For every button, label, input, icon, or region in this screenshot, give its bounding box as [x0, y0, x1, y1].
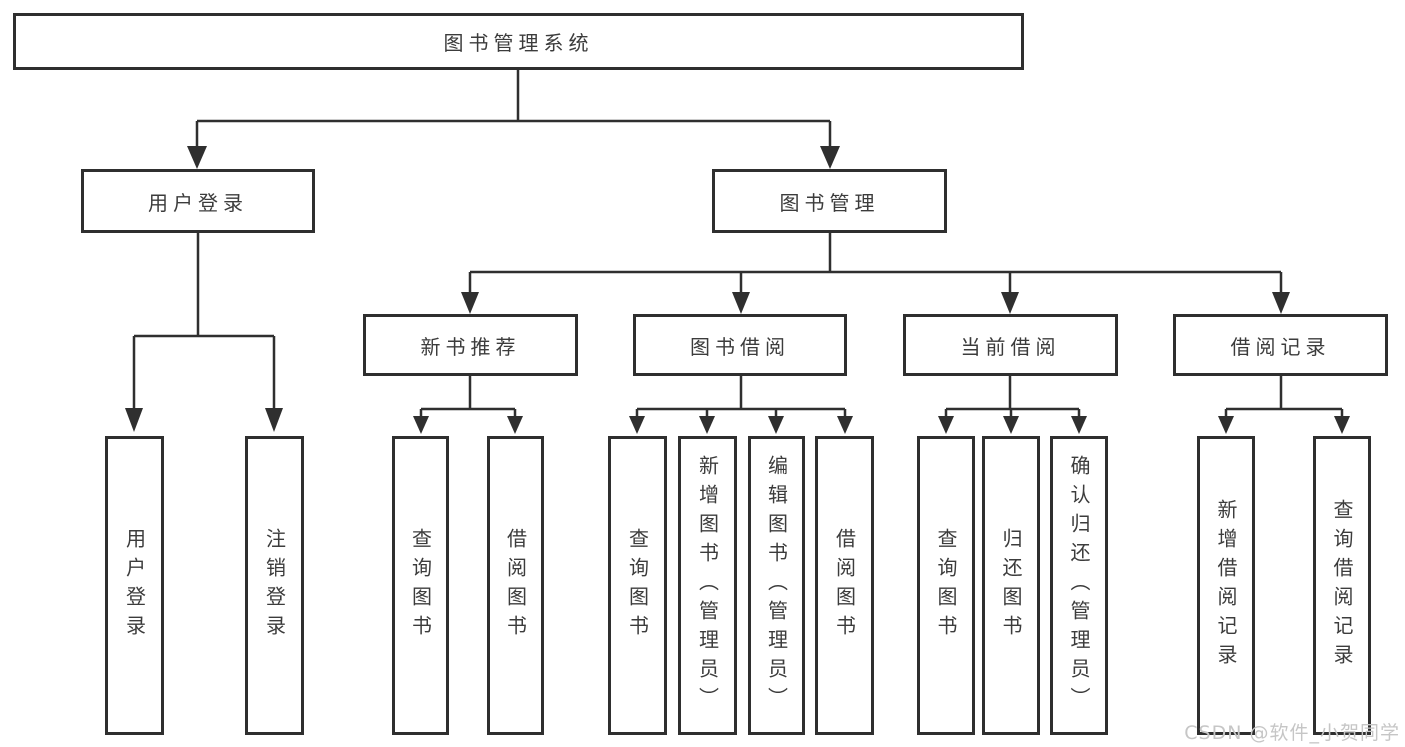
- leaf-add-borrow-record: 新增借阅记录: [1197, 436, 1255, 735]
- arrow-down-icon: [1001, 292, 1019, 314]
- arrow-down-icon: [1272, 292, 1290, 314]
- leaf-borrow-book-recommend: 借阅图书: [487, 436, 544, 735]
- arrow-down-icon: [507, 416, 523, 434]
- leaf-query-book-current: 查询图书: [917, 436, 975, 735]
- leaf-borrow-book: 借阅图书: [815, 436, 874, 735]
- node-book-management: 图书管理: [712, 169, 947, 233]
- arrow-down-icon: [732, 292, 750, 314]
- arrow-down-icon: [1218, 416, 1234, 434]
- leaf-query-borrow-record: 查询借阅记录: [1313, 436, 1371, 735]
- leaf-query-book-recommend: 查询图书: [392, 436, 449, 735]
- arrow-down-icon: [629, 416, 645, 434]
- leaf-add-book-admin: 新增图书（管理员）: [678, 436, 737, 735]
- arrow-down-icon: [1334, 416, 1350, 434]
- node-borrow-records: 借阅记录: [1173, 314, 1388, 376]
- arrow-down-icon: [820, 146, 840, 169]
- arrow-down-icon: [125, 408, 143, 432]
- node-library-management-system: 图书管理系统: [13, 13, 1024, 70]
- csdn-watermark: CSDN @软件_小贺同学: [1184, 722, 1400, 744]
- node-user-login: 用户登录: [81, 169, 315, 233]
- leaf-edit-book-admin: 编辑图书（管理员）: [748, 436, 805, 735]
- leaf-user-login: 用户登录: [105, 436, 164, 735]
- arrow-down-icon: [699, 416, 715, 434]
- leaf-query-book-borrow: 查询图书: [608, 436, 667, 735]
- arrow-down-icon: [265, 408, 283, 432]
- leaf-logout: 注销登录: [245, 436, 304, 735]
- arrow-down-icon: [1071, 416, 1087, 434]
- arrow-down-icon: [187, 146, 207, 169]
- arrow-down-icon: [1003, 416, 1019, 434]
- arrow-down-icon: [837, 416, 853, 434]
- leaf-return-book: 归还图书: [982, 436, 1040, 735]
- node-book-borrow: 图书借阅: [633, 314, 847, 376]
- arrow-down-icon: [413, 416, 429, 434]
- arrow-down-icon: [461, 292, 479, 314]
- node-new-book-recommend: 新书推荐: [363, 314, 578, 376]
- node-current-borrow: 当前借阅: [903, 314, 1118, 376]
- arrowheads: [125, 146, 1350, 434]
- arrow-down-icon: [768, 416, 784, 434]
- connector-paths: [132, 70, 1344, 418]
- leaf-confirm-return-admin: 确认归还（管理员）: [1050, 436, 1108, 735]
- arrow-down-icon: [938, 416, 954, 434]
